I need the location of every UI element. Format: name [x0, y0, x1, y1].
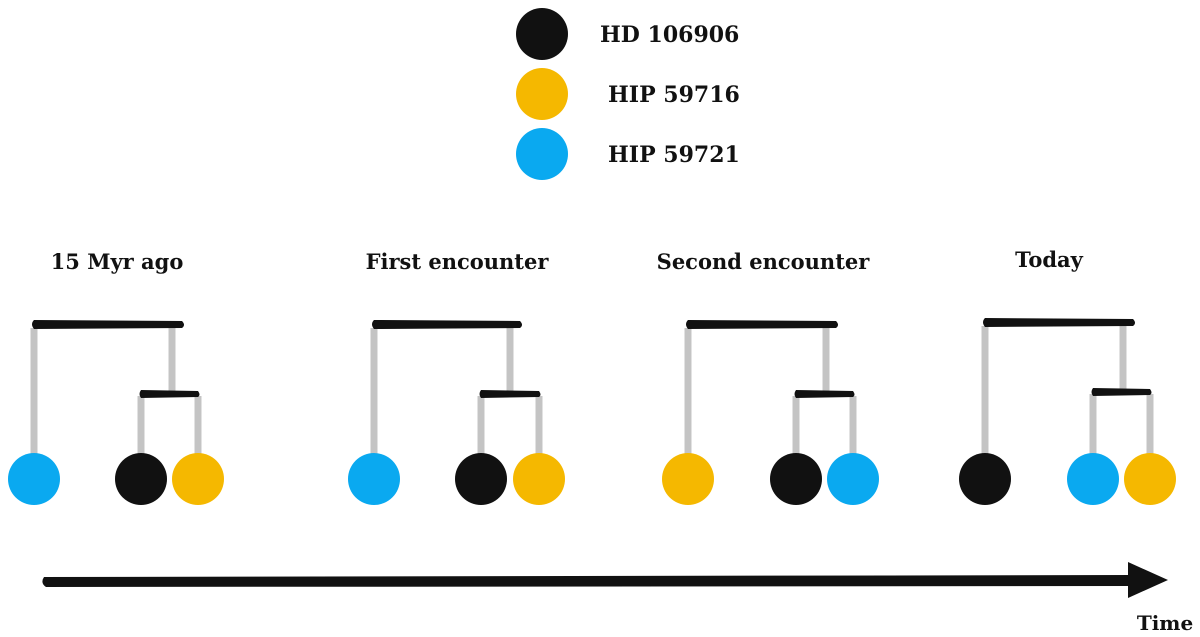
stage-title-1: 15 Myr ago [51, 249, 184, 274]
tree-stage-3 [662, 320, 879, 505]
star-hip-59716-stage-3 [662, 453, 714, 505]
star-hd-106906-stage-2 [455, 453, 507, 505]
legend-label-hip-59721: HIP 59721 [608, 142, 740, 168]
legend: HD 106906 HIP 59716 HIP 59721 [516, 8, 740, 180]
bar-inner-stage-1 [139, 390, 200, 398]
star-hip-59721-stage-1 [8, 453, 60, 505]
bar-inner-stage-2 [479, 390, 541, 398]
tree-stage-1 [8, 320, 224, 505]
star-hip-59721-stage-2 [348, 453, 400, 505]
time-arrow [42, 562, 1168, 598]
time-axis-label: Time [1137, 611, 1193, 635]
legend-label-hd-106906: HD 106906 [600, 22, 739, 48]
tree-stage-2 [348, 320, 565, 505]
time-arrow-shaft [42, 575, 1132, 587]
stage-title-4: Today [1015, 247, 1084, 272]
legend-item-hd-106906: HD 106906 [516, 8, 739, 60]
stage-title-2: First encounter [366, 249, 550, 274]
legend-swatch-hip-59716 [516, 68, 568, 120]
star-hip-59721-stage-3 [827, 453, 879, 505]
legend-swatch-hip-59721 [516, 128, 568, 180]
legend-swatch-hd-106906 [516, 8, 568, 60]
bar-inner-stage-3 [794, 390, 855, 398]
legend-label-hip-59716: HIP 59716 [608, 82, 740, 108]
star-hd-106906-stage-1 [115, 453, 167, 505]
legend-item-hip-59721: HIP 59721 [516, 128, 740, 180]
bar-outer-stage-4 [983, 318, 1135, 327]
hierarchy-trees [8, 318, 1176, 505]
tree-stage-4 [959, 318, 1176, 505]
bar-inner-stage-4 [1091, 388, 1152, 396]
star-hip-59716-stage-1 [172, 453, 224, 505]
star-hip-59721-stage-4 [1067, 453, 1119, 505]
star-hd-106906-stage-3 [770, 453, 822, 505]
bar-outer-stage-1 [32, 320, 184, 329]
star-hip-59716-stage-2 [513, 453, 565, 505]
legend-item-hip-59716: HIP 59716 [516, 68, 740, 120]
bar-outer-stage-3 [686, 320, 838, 329]
stage-title-3: Second encounter [657, 249, 871, 274]
time-arrow-head [1128, 562, 1168, 598]
star-hd-106906-stage-4 [959, 453, 1011, 505]
bar-outer-stage-2 [372, 320, 522, 329]
star-hip-59716-stage-4 [1124, 453, 1176, 505]
